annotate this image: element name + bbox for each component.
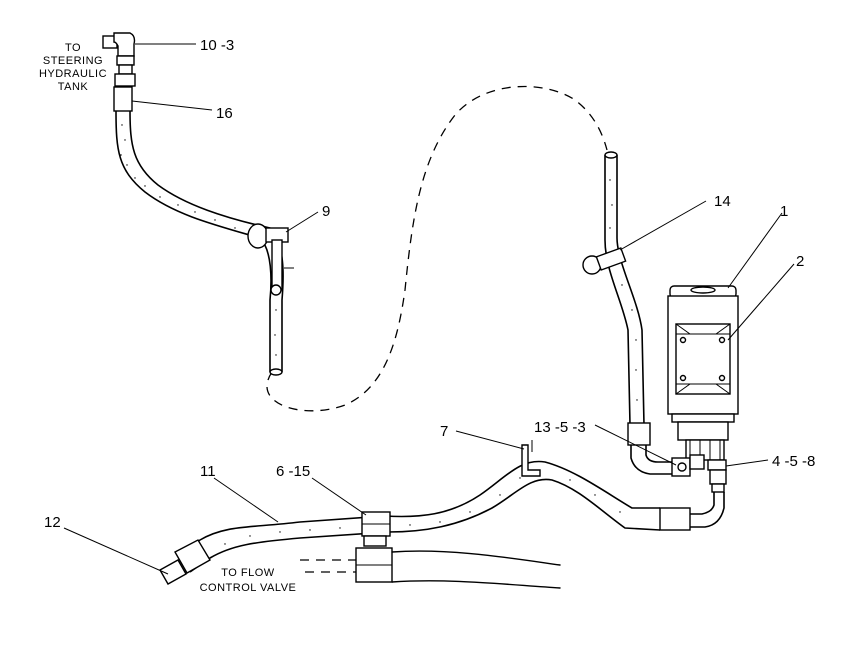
svg-text:CONTROL VALVE: CONTROL VALVE bbox=[200, 582, 297, 594]
callout-6-15: 6 -15 bbox=[276, 463, 310, 480]
hose-assembly-14 bbox=[582, 151, 672, 475]
callout-1: 1 bbox=[780, 203, 788, 220]
flow-control-lines bbox=[300, 550, 561, 589]
pump-fittings bbox=[671, 454, 727, 528]
callout-16: 16 bbox=[216, 105, 233, 122]
hose-assembly-11 bbox=[159, 444, 691, 585]
callout-2: 2 bbox=[796, 253, 804, 270]
bracket-7 bbox=[521, 444, 541, 477]
svg-text:HYDRAULIC: HYDRAULIC bbox=[39, 68, 107, 80]
hose-texture-14 bbox=[609, 179, 638, 401]
leader-lines bbox=[63, 43, 795, 575]
callout-11: 11 bbox=[200, 463, 216, 480]
hose-clip-9 bbox=[247, 223, 294, 296]
callout-4-5-8: 4 -5 -8 bbox=[772, 453, 815, 470]
callout-12: 12 bbox=[44, 514, 61, 531]
hose-coupling-11 bbox=[659, 507, 691, 531]
hose-coupling-16 bbox=[113, 86, 133, 112]
callout-14: 14 bbox=[714, 193, 731, 210]
callout-13-5-3: 13 -5 -3 bbox=[534, 419, 586, 436]
steering-pump-1 bbox=[667, 285, 739, 461]
callout-7: 7 bbox=[440, 423, 448, 440]
hose-assembly-16 bbox=[102, 32, 284, 376]
svg-text:TO FLOW: TO FLOW bbox=[221, 567, 275, 579]
note-steering-tank: TO STEERING HYDRAULIC TANK bbox=[39, 42, 107, 93]
hose-coupling-12 bbox=[174, 539, 211, 574]
svg-text:TO: TO bbox=[65, 42, 81, 54]
hose-coupling-14 bbox=[627, 422, 651, 446]
svg-text:TANK: TANK bbox=[58, 81, 89, 93]
note-flow-control-valve: TO FLOW CONTROL VALVE bbox=[200, 567, 297, 594]
fitting-4 bbox=[707, 459, 727, 471]
callout-10-3: 10 -3 bbox=[200, 37, 234, 54]
pump-plate-2 bbox=[675, 323, 731, 395]
svg-text:STEERING: STEERING bbox=[43, 55, 103, 67]
dashed-hose-continuation bbox=[266, 85, 608, 412]
callout-9: 9 bbox=[322, 203, 330, 220]
